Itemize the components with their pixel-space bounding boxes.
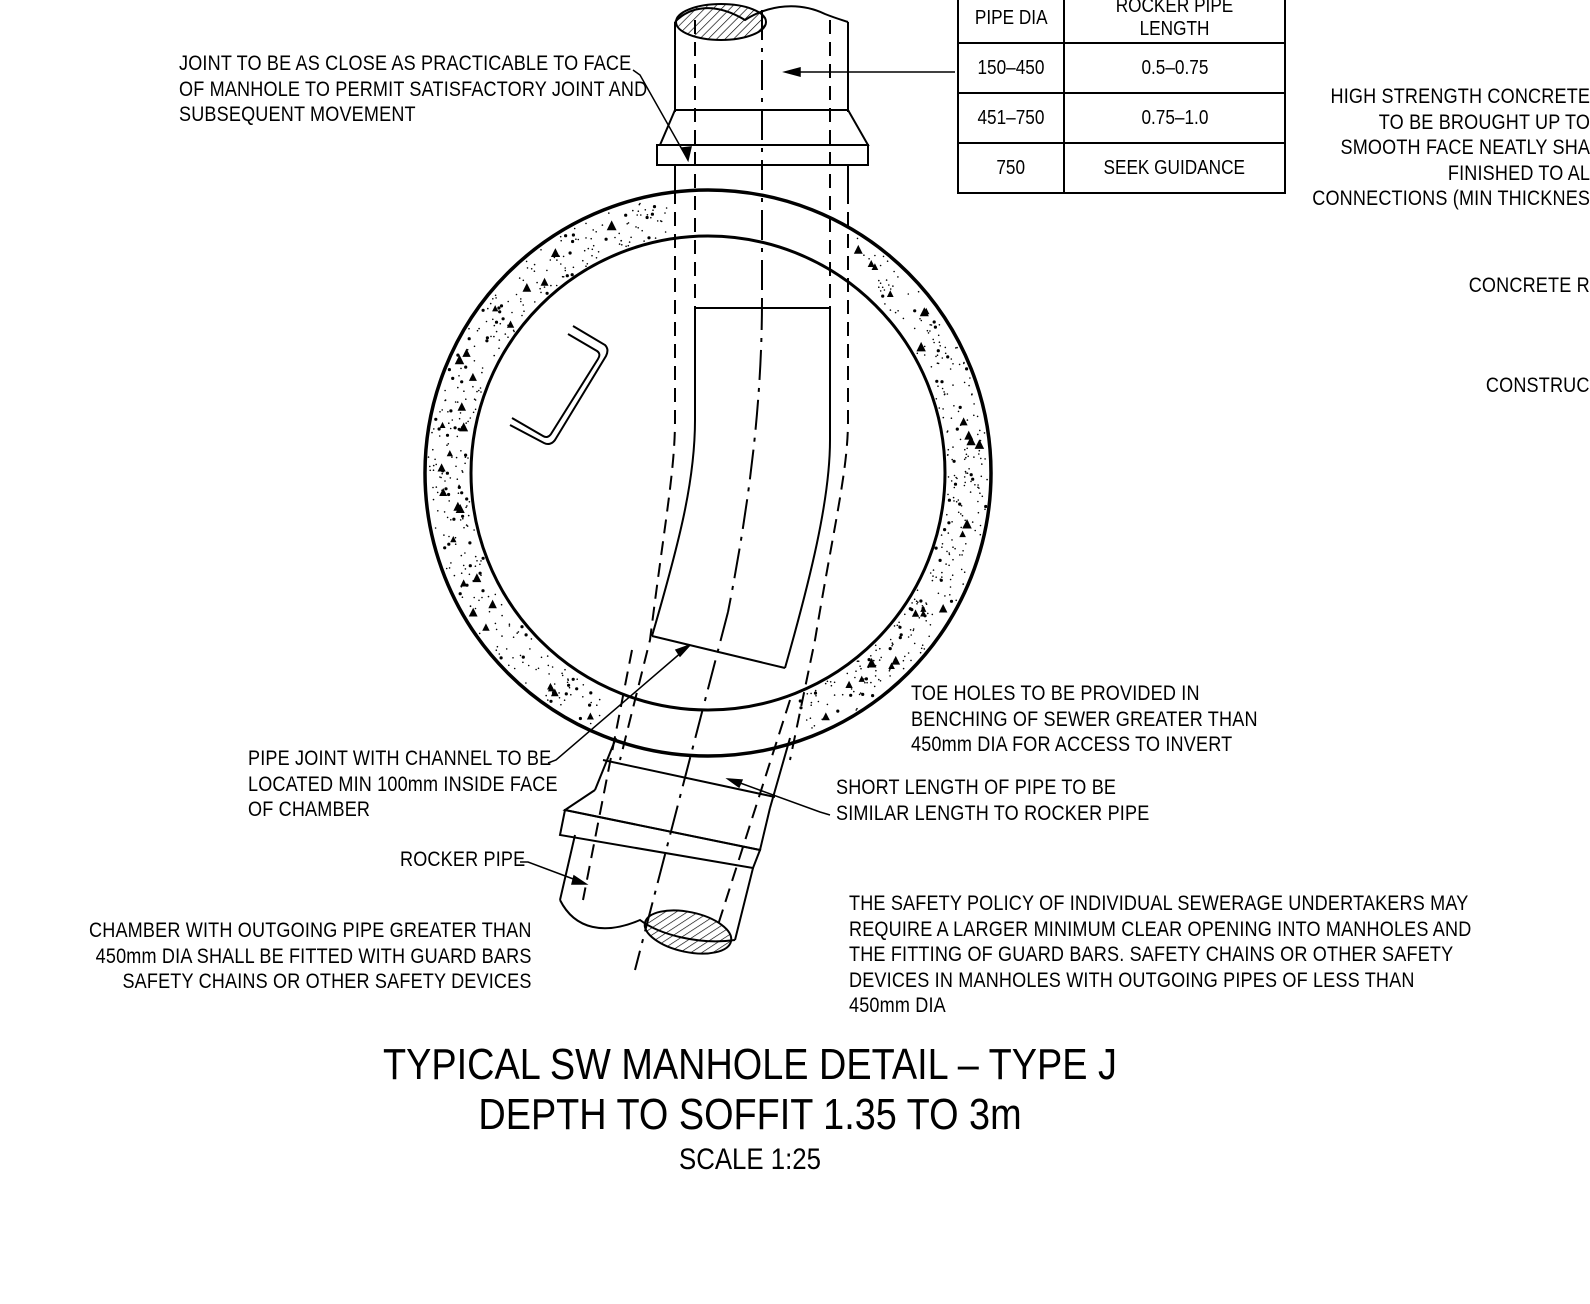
table-cell: 451–750 <box>957 92 1065 144</box>
table-cell: 0.5–0.75 <box>1063 42 1286 94</box>
channel-pipe <box>619 190 849 761</box>
note-line: SHORT LENGTH OF PIPE TO BE <box>836 776 1117 799</box>
note-line: CONCRETE R <box>1468 274 1590 297</box>
note-line: THE SAFETY POLICY OF INDIVIDUAL SEWERAGE… <box>849 892 1469 915</box>
note-line: TO BE BROUGHT UP TO <box>1378 110 1590 134</box>
note-short-length: SHORT LENGTH OF PIPE TO BE SIMILAR LENGT… <box>836 775 1149 826</box>
note-construct: CONSTRUC <box>1486 373 1590 399</box>
table-header-cell: ROCKER PIPE LENGTH <box>1063 0 1286 44</box>
note-toe-holes: TOE HOLES TO BE PROVIDED IN BENCHING OF … <box>911 681 1258 758</box>
table-row: 451–750 0.75–1.0 <box>957 92 1286 144</box>
table-cell: SEEK GUIDANCE <box>1063 142 1286 194</box>
note-line: DEVICES IN MANHOLES WITH OUTGOING PIPES … <box>849 968 1415 992</box>
note-line: CONSTRUC <box>1486 374 1590 397</box>
note-line: SIMILAR LENGTH TO ROCKER PIPE <box>836 801 1150 825</box>
note-line: PIPE JOINT WITH CHANNEL TO BE <box>248 747 552 770</box>
note-line: LOCATED MIN 100mm INSIDE FACE <box>248 772 558 796</box>
table-row: 750 SEEK GUIDANCE <box>957 142 1286 194</box>
table-row: 150–450 0.5–0.75 <box>957 42 1286 94</box>
rocker-pipe-table: PIPE DIA ROCKER PIPE LENGTH 150–450 0.5–… <box>957 0 1286 194</box>
concrete-ring <box>423 188 993 758</box>
note-chamber: CHAMBER WITH OUTGOING PIPE GREATER THAN … <box>89 918 532 995</box>
note-line: REQUIRE A LARGER MINIMUM CLEAR OPENING I… <box>849 917 1472 941</box>
note-concrete: CONCRETE R <box>1469 273 1590 299</box>
table-cell: 0.75–1.0 <box>1063 92 1286 144</box>
note-line: TOE HOLES TO BE PROVIDED IN <box>911 682 1200 705</box>
concrete-stipple <box>427 202 988 729</box>
note-line: THE FITTING OF GUARD BARS. SAFETY CHAINS… <box>849 943 1454 966</box>
note-line: SAFETY CHAINS OR OTHER SAFETY DEVICES <box>122 970 532 993</box>
note-line: CHAMBER WITH OUTGOING PIPE GREATER THAN <box>89 919 532 942</box>
note-line: OF MANHOLE TO PERMIT SATISFACTORY JOINT … <box>179 77 648 101</box>
note-line: OF CHAMBER <box>248 798 371 821</box>
note-high-strength: HIGH STRENGTH CONCRETE TO BE BROUGHT UP … <box>1312 84 1590 212</box>
incoming-pipe <box>656 3 870 420</box>
note-line: BENCHING OF SEWER GREATER THAN <box>911 707 1258 731</box>
leader-lines <box>520 67 955 885</box>
note-safety-policy: THE SAFETY POLICY OF INDIVIDUAL SEWERAGE… <box>849 891 1471 1019</box>
note-line: JOINT TO BE AS CLOSE AS PRACTICABLE TO F… <box>179 52 632 75</box>
table-cell: 150–450 <box>957 42 1065 94</box>
title-line-2: DEPTH TO SOFFIT 1.35 TO 3m <box>478 1090 1022 1139</box>
step-iron <box>509 325 609 445</box>
note-line: ROCKER PIPE <box>400 848 526 871</box>
scale-label: SCALE 1:25 <box>678 1143 821 1176</box>
note-line: 450mm DIA <box>849 994 946 1017</box>
note-pipe-joint: PIPE JOINT WITH CHANNEL TO BE LOCATED MI… <box>248 746 558 823</box>
note-line: SMOOTH FACE NEATLY SHA <box>1340 136 1590 159</box>
note-line: FINISHED TO AL <box>1447 161 1590 185</box>
title-line-1: TYPICAL SW MANHOLE DETAIL – TYPE J <box>383 1040 1117 1089</box>
table-cell: 750 <box>957 142 1065 194</box>
outgoing-pipe <box>558 611 791 971</box>
note-rocker-pipe: ROCKER PIPE <box>400 847 525 873</box>
note-joint: JOINT TO BE AS CLOSE AS PRACTICABLE TO F… <box>179 51 647 128</box>
note-line: HIGH STRENGTH CONCRETE <box>1330 85 1590 108</box>
note-line: 450mm DIA SHALL BE FITTED WITH GUARD BAR… <box>96 944 532 968</box>
note-line: SUBSEQUENT MOVEMENT <box>179 103 416 126</box>
title-block: TYPICAL SW MANHOLE DETAIL – TYPE J DEPTH… <box>0 1040 1500 1180</box>
note-line: 450mm DIA FOR ACCESS TO INVERT <box>911 733 1233 756</box>
table-header-row: PIPE DIA ROCKER PIPE LENGTH <box>957 0 1286 44</box>
note-line: CONNECTIONS (MIN THICKNES <box>1312 187 1590 210</box>
table-header-cell: PIPE DIA <box>957 0 1065 44</box>
